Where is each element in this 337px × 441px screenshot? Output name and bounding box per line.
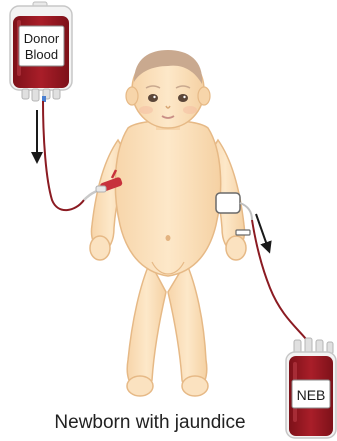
neb-blood-bag: NEB	[286, 338, 336, 438]
donor-tubing	[43, 101, 84, 210]
donor-blood-bag: Donor Blood	[10, 2, 72, 102]
neb-tubing	[252, 220, 310, 344]
arrow-down-icon	[256, 214, 268, 248]
neb-label: NEB	[297, 387, 326, 403]
donor-label-line1: Donor	[24, 31, 60, 46]
diagram-caption: Newborn with jaundice	[54, 412, 245, 433]
infant-icon	[90, 50, 246, 396]
donor-label-line2: Blood	[25, 47, 58, 62]
